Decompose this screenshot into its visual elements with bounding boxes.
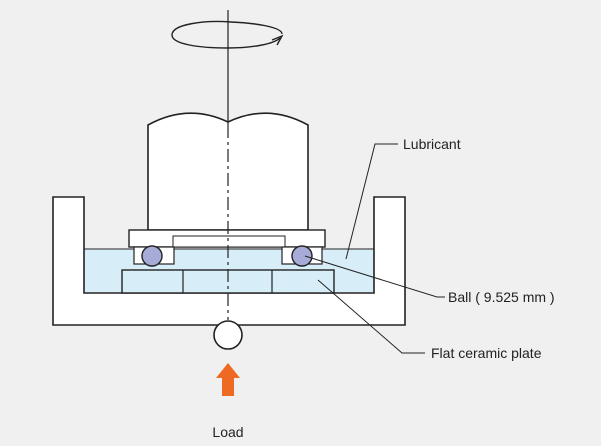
ball-right	[291, 245, 313, 267]
ball-leader	[304, 255, 445, 298]
lubricant-leader	[345, 143, 398, 260]
ball-left	[141, 245, 163, 267]
rotation-arrow-icon	[171, 20, 284, 49]
load-arrow-icon	[216, 363, 240, 396]
lubricant-label: Lubricant	[403, 136, 461, 152]
support-ball	[213, 320, 243, 350]
plate-leader	[317, 279, 425, 354]
ball-label: Ball ( 9.525 mm )	[448, 289, 555, 305]
plate-label: Flat ceramic plate	[431, 345, 542, 361]
load-label: Load	[212, 424, 243, 440]
ball-holder-inner	[172, 235, 286, 248]
